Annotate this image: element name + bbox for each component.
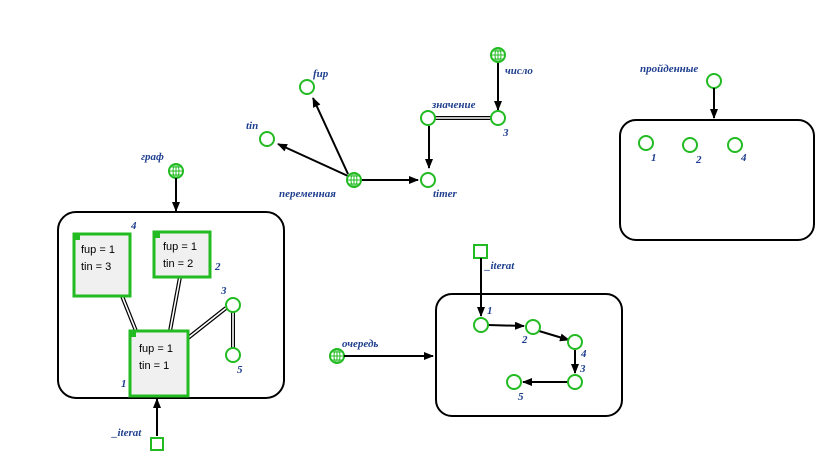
edge-queue-2-4 xyxy=(538,330,570,342)
visited-node-4 xyxy=(727,137,743,153)
graph-structure: граф fup = 1 tin = 3 4 xyxy=(57,151,285,451)
label-fup: fup xyxy=(313,68,329,80)
queue-label-4: 4 xyxy=(580,348,587,360)
visited-label-2: 2 xyxy=(695,154,702,166)
visited-label-4: 4 xyxy=(740,152,747,164)
iterat-bottom-square xyxy=(150,437,164,451)
visited-set-container xyxy=(619,119,815,241)
node-2-tin: tin = 2 xyxy=(163,258,193,270)
graph-node-5 xyxy=(225,347,241,363)
node-1-tin: tin = 1 xyxy=(139,360,169,372)
queue-globe-icon xyxy=(329,348,345,364)
queue-node-1 xyxy=(473,317,489,333)
queue-label-2: 2 xyxy=(521,334,528,346)
graph-node-1: fup = 1 tin = 1 1 xyxy=(121,329,190,398)
label-iterat-top: _iterat xyxy=(484,260,515,272)
edge-var-fup xyxy=(312,97,349,175)
queue-list-container xyxy=(435,293,623,417)
label-variable: переменная xyxy=(279,188,336,200)
node-4-number: 4 xyxy=(130,220,137,232)
label-three: 3 xyxy=(502,127,509,139)
node-4-tin: tin = 3 xyxy=(81,261,111,273)
variable-structure: fup tin переменная timer значение число … xyxy=(246,47,533,200)
queue-structure: очередь _iterat 1 2 4 3 5 xyxy=(329,244,623,417)
visited-node-1 xyxy=(638,135,654,151)
label-visited: пройденные xyxy=(640,63,698,75)
node-2-number: 2 xyxy=(214,261,221,273)
label-graph: граф xyxy=(141,151,164,163)
edge-var-tin xyxy=(277,143,349,177)
queue-label-1: 1 xyxy=(487,305,493,317)
queue-node-2 xyxy=(525,319,541,335)
label-timer: timer xyxy=(433,188,458,200)
node-timer xyxy=(420,172,436,188)
variable-globe-icon xyxy=(346,172,362,188)
node-2-fup: fup = 1 xyxy=(163,241,197,253)
node-value xyxy=(420,110,436,126)
queue-node-4 xyxy=(567,334,583,350)
number-globe-icon xyxy=(490,47,506,63)
node-visited-var xyxy=(706,73,722,89)
queue-label-3: 3 xyxy=(579,363,586,375)
visited-node-2 xyxy=(682,137,698,153)
graph-globe-icon xyxy=(168,163,184,179)
iterat-top-square xyxy=(473,244,488,259)
graph-node-4: fup = 1 tin = 3 4 xyxy=(72,220,137,298)
label-queue: очередь xyxy=(342,338,378,350)
node-tin xyxy=(259,131,275,147)
visited-structure: пройденные 1 2 4 xyxy=(619,63,815,241)
label-iterat-bottom: _iterat xyxy=(111,427,142,439)
queue-label-5: 5 xyxy=(518,391,524,403)
node-3 xyxy=(490,110,506,126)
queue-node-3 xyxy=(567,374,583,390)
visited-label-1: 1 xyxy=(651,152,657,164)
node-1-fup: fup = 1 xyxy=(139,343,173,355)
graph-node-2: fup = 1 tin = 2 2 xyxy=(152,230,221,279)
node-4-fup: fup = 1 xyxy=(81,244,115,256)
graph-node-3 xyxy=(225,297,241,313)
edge-queue-1-2 xyxy=(487,321,525,330)
node-1-number: 1 xyxy=(121,378,127,390)
label-number: число xyxy=(505,65,533,77)
node-3-number: 3 xyxy=(220,285,227,297)
node-5-number: 5 xyxy=(237,364,243,376)
label-value: значение xyxy=(431,99,476,111)
label-tin: tin xyxy=(246,120,258,132)
queue-node-5 xyxy=(506,374,522,390)
node-fup xyxy=(299,79,315,95)
graph-edges xyxy=(120,276,235,348)
